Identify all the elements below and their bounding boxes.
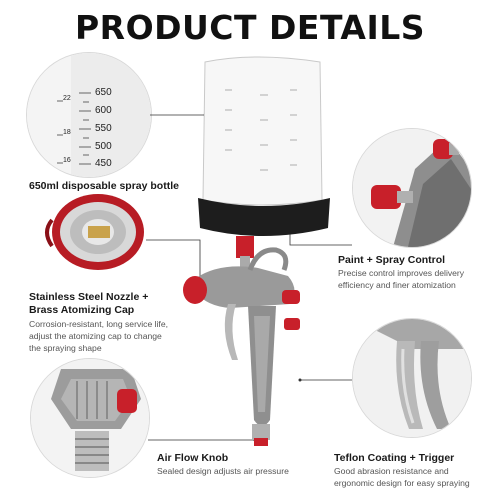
- teflon-heading: Teflon Coating + Trigger: [334, 452, 455, 464]
- paint-control-desc-2: efficiency and finer atomization: [338, 280, 456, 290]
- scale-oz-22: 22: [63, 95, 71, 102]
- nozzle-heading-2: Brass Atomizing Cap: [29, 304, 135, 316]
- air-flow-knob-detail-image: [30, 358, 150, 478]
- scale-oz-18: 18: [63, 129, 71, 136]
- teflon-desc-2: ergonomic design for easy spraying: [334, 478, 470, 488]
- nozzle-desc-2: adjust the atomizing cap to change: [29, 331, 162, 341]
- air-flow-heading: Air Flow Knob: [157, 452, 229, 464]
- scale-ml-550: 550: [95, 123, 112, 134]
- paint-control-heading: Paint + Spray Control: [338, 254, 446, 266]
- teflon-desc-1: Good abrasion resistance and: [334, 466, 449, 476]
- nozzle-heading-1: Stainless Steel Nozzle +: [29, 291, 149, 303]
- scale-ml-450: 450: [95, 158, 112, 169]
- paint-control-detail-image: [352, 128, 472, 248]
- bottle-heading: 650ml disposable spray bottle: [29, 180, 179, 192]
- page-title: PRODUCT DETAILS: [74, 8, 426, 47]
- air-flow-desc: Sealed design adjusts air pressure: [157, 466, 289, 476]
- scale-ml-600: 600: [95, 105, 112, 116]
- nozzle-desc-1: Corrosion-resistant, long service life,: [29, 319, 168, 329]
- scale-ml-500: 500: [95, 141, 112, 152]
- nozzle-detail-image: [28, 190, 146, 285]
- scale-ml-650: 650: [95, 87, 112, 98]
- paint-control-desc-1: Precise control improves delivery: [338, 268, 465, 278]
- bottle-scale-detail-image: 650 600 550 500 450 22 18 16: [26, 52, 152, 178]
- scale-oz-16: 16: [63, 157, 71, 164]
- nozzle-desc-3: the spraying shape: [29, 343, 102, 353]
- trigger-detail-image: [352, 318, 472, 438]
